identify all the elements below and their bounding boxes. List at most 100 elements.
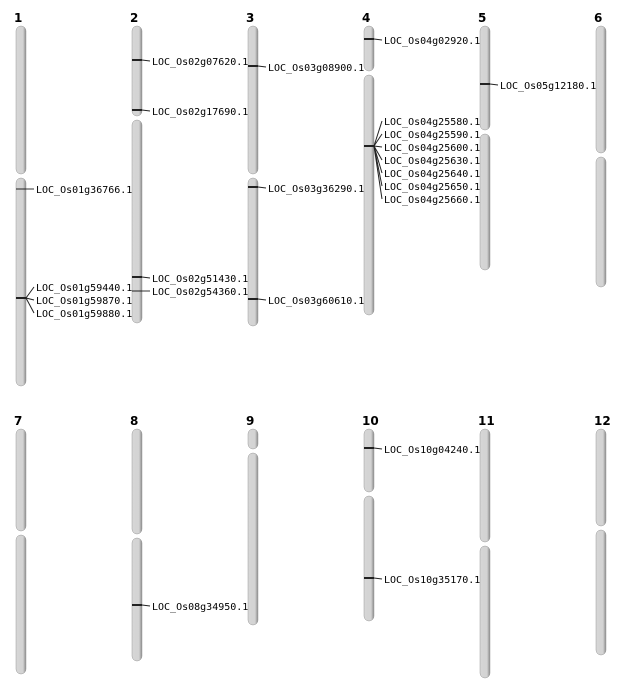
marker-connector xyxy=(373,447,383,450)
gene-marker: LOC_Os02g07620.1 xyxy=(132,57,248,68)
chromosome-arm-long xyxy=(247,177,259,327)
gene-label: LOC_Os08g34950.1 xyxy=(152,602,248,613)
chromosome-number: 1 xyxy=(14,11,22,25)
chromosome-number: 5 xyxy=(478,11,486,25)
chromosome-arm-long xyxy=(479,545,491,679)
chromosome-arm-short xyxy=(363,428,375,493)
chromosome-number: 12 xyxy=(594,414,611,428)
chromosome-2: 2LOC_Os02g07620.1LOC_Os02g17690.1LOC_Os0… xyxy=(130,11,248,324)
chromosome-arm-long xyxy=(15,534,27,675)
chromosome-number: 11 xyxy=(478,414,495,428)
gene-marker: LOC_Os08g34950.1 xyxy=(132,602,248,613)
gene-label: LOC_Os10g04240.1 xyxy=(384,445,480,456)
marker-connector xyxy=(373,133,383,147)
gene-label: LOC_Os01g36766.1 xyxy=(36,185,132,196)
chromosome-number: 4 xyxy=(362,11,370,25)
chromosome-12: 12 xyxy=(594,414,611,656)
marker-connector xyxy=(373,38,383,41)
gene-marker: LOC_Os02g54360.1 xyxy=(132,287,248,298)
gene-label: LOC_Os04g25600.1 xyxy=(384,143,480,154)
marker-connector xyxy=(141,276,151,279)
gene-marker: LOC_Os03g60610.1 xyxy=(248,296,364,307)
gene-marker: LOC_Os05g12180.1 xyxy=(480,81,596,92)
marker-connector xyxy=(257,65,267,68)
chromosome-number: 7 xyxy=(14,414,22,428)
marker-connector xyxy=(141,59,151,62)
gene-label: LOC_Os04g02920.1 xyxy=(384,36,480,47)
marker-connector xyxy=(25,297,35,314)
marker-connector xyxy=(489,83,499,86)
gene-marker: LOC_Os02g17690.1 xyxy=(132,107,248,118)
gene-marker: LOC_Os04g25600.1 xyxy=(364,143,480,154)
gene-label: LOC_Os04g25590.1 xyxy=(384,130,480,141)
marker-connector xyxy=(141,604,151,607)
gene-label: LOC_Os04g25650.1 xyxy=(384,182,480,193)
marker-connector xyxy=(373,145,383,161)
chromosome-number: 9 xyxy=(246,414,254,428)
gene-marker: LOC_Os03g08900.1 xyxy=(248,63,364,74)
gene-label: LOC_Os02g51430.1 xyxy=(152,274,248,285)
gene-label: LOC_Os04g25660.1 xyxy=(384,195,480,206)
chromosome-7: 7 xyxy=(14,414,27,675)
gene-label: LOC_Os03g08900.1 xyxy=(268,63,364,74)
chromosome-3: 3LOC_Os03g08900.1LOC_Os03g36290.1LOC_Os0… xyxy=(246,11,364,327)
chromosome-arm-long xyxy=(131,537,143,662)
chromosome-number: 10 xyxy=(362,414,379,428)
chromosome-arm-long xyxy=(595,156,607,288)
gene-label: LOC_Os03g36290.1 xyxy=(268,184,364,195)
marker-connector xyxy=(373,145,383,200)
gene-marker: LOC_Os03g36290.1 xyxy=(248,184,364,195)
chromosome-arm-long xyxy=(131,119,143,324)
chromosome-1: 1LOC_Os01g36766.1LOC_Os01g59440.1LOC_Os0… xyxy=(14,11,132,387)
marker-connector xyxy=(141,109,151,112)
gene-label: LOC_Os04g25580.1 xyxy=(384,117,480,128)
chromosome-arm-short xyxy=(15,25,27,175)
chromosome-11: 11 xyxy=(478,414,495,679)
gene-label: LOC_Os01g59440.1 xyxy=(36,283,132,294)
chromosome-arm-short xyxy=(131,428,143,535)
gene-label: LOC_Os02g54360.1 xyxy=(152,287,248,298)
gene-marker: LOC_Os10g04240.1 xyxy=(364,445,480,456)
marker-connector xyxy=(257,298,267,301)
gene-label: LOC_Os01g59870.1 xyxy=(36,296,132,307)
gene-marker: LOC_Os10g35170.1 xyxy=(364,575,480,586)
chromosome-arm-long xyxy=(247,452,259,626)
chromosome-4: 4LOC_Os04g02920.1LOC_Os04g25580.1LOC_Os0… xyxy=(362,11,480,316)
chromosome-arm-long xyxy=(15,177,27,387)
chromosome-number: 3 xyxy=(246,11,254,25)
chromosome-number: 6 xyxy=(594,11,602,25)
chromosome-9: 9 xyxy=(246,414,259,626)
chromosome-6: 6 xyxy=(594,11,607,288)
gene-label: LOC_Os04g25630.1 xyxy=(384,156,480,167)
chromosome-arm-short xyxy=(247,428,259,450)
gene-label: LOC_Os10g35170.1 xyxy=(384,575,480,586)
chromosome-arm-short xyxy=(363,25,375,72)
marker-connector xyxy=(373,145,383,148)
chromosome-arm-long xyxy=(479,133,491,271)
chromosome-arm-short xyxy=(479,428,491,543)
marker-connector xyxy=(25,286,35,299)
gene-label: LOC_Os02g07620.1 xyxy=(152,57,248,68)
marker-connector xyxy=(257,186,267,189)
gene-label: LOC_Os03g60610.1 xyxy=(268,296,364,307)
gene-marker: LOC_Os04g02920.1 xyxy=(364,36,480,47)
gene-marker: LOC_Os01g59880.1 xyxy=(16,297,132,320)
chromosome-arm-long xyxy=(363,495,375,622)
gene-label: LOC_Os02g17690.1 xyxy=(152,107,248,118)
chromosome-arm-short xyxy=(131,25,143,117)
gene-marker: LOC_Os02g51430.1 xyxy=(132,274,248,285)
gene-marker: LOC_Os01g36766.1 xyxy=(16,185,132,196)
marker-connector xyxy=(373,577,383,580)
chromosome-number: 2 xyxy=(130,11,138,25)
gene-label: LOC_Os05g12180.1 xyxy=(500,81,596,92)
chromosome-arm-short xyxy=(595,25,607,154)
gene-marker: LOC_Os01g59870.1 xyxy=(16,296,132,307)
gene-label: LOC_Os04g25640.1 xyxy=(384,169,480,180)
chromosome-number: 8 xyxy=(130,414,138,428)
chromosome-arm-short xyxy=(479,25,491,131)
chromosome-arm-short xyxy=(15,428,27,532)
